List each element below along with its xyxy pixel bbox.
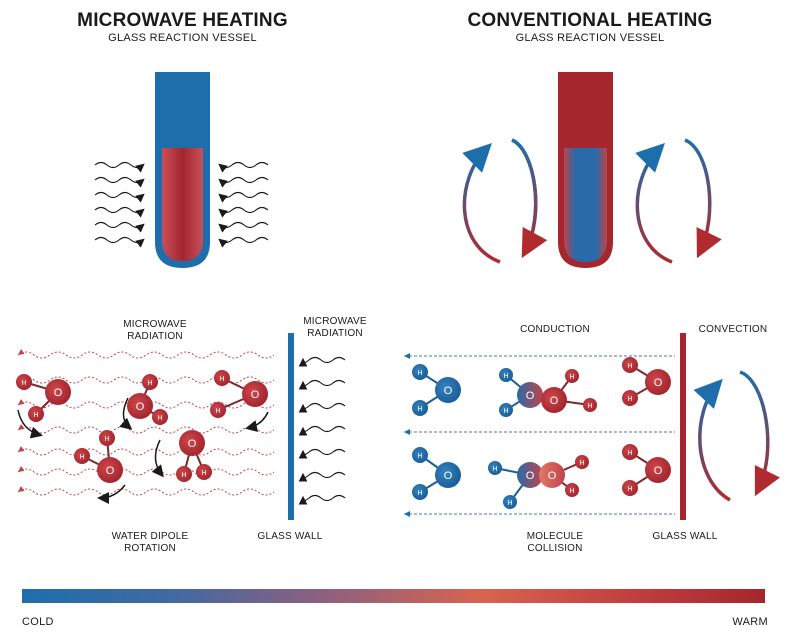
warm-label: WARM	[732, 616, 768, 628]
hydrogen-label: H	[181, 472, 186, 479]
dipole-rotation-line-2: ROTATION	[124, 543, 176, 554]
hydrogen-label: H	[417, 370, 422, 377]
oxygen-label: O	[548, 470, 557, 482]
hydrogen-label: H	[157, 415, 162, 422]
water-molecule	[622, 444, 671, 496]
water-molecule	[176, 430, 212, 482]
oxygen-labels: O O O O O O O O O O O O O	[54, 377, 663, 482]
microwave-title: MICROWAVE HEATING	[77, 10, 288, 31]
wall-radiation-line-2: RADIATION	[307, 328, 363, 339]
microwave-waves-right	[218, 161, 269, 248]
water-molecule	[210, 370, 268, 418]
hydrogen-label: H	[507, 500, 512, 507]
water-molecule	[622, 357, 671, 406]
hydrogen-label: H	[417, 490, 422, 497]
glass-wall-label-right: GLASS WALL	[652, 531, 718, 542]
hydrogen-label: H	[503, 373, 508, 380]
microwave-subtitle: GLASS REACTION VESSEL	[108, 32, 257, 44]
wall-radiation-label: MICROWAVE RADIATION	[295, 316, 375, 340]
water-molecule	[127, 374, 168, 425]
oxygen-label: O	[444, 470, 453, 482]
rotation-arrows	[17, 397, 269, 504]
hydrogen-label: H	[21, 380, 26, 387]
oxygen-label: O	[188, 438, 197, 450]
microwave-radiation-label: MICROWAVE RADIATION	[110, 319, 200, 343]
cold-label: COLD	[22, 616, 54, 628]
convection-label: CONVECTION	[698, 324, 768, 335]
oxygen-label: O	[654, 377, 663, 389]
hydrogen-label: H	[33, 412, 38, 419]
hydrogen-label: H	[79, 454, 84, 461]
oxygen-label: O	[251, 389, 260, 401]
microwave-radiation-line-1: MICROWAVE	[123, 319, 187, 330]
hydrogen-label: H	[215, 408, 220, 415]
water-molecule	[412, 364, 461, 416]
colliding-molecules	[488, 455, 589, 509]
conduction-label: CONDUCTION	[520, 324, 590, 335]
oxygen-label: O	[654, 465, 663, 477]
microwave-waves-left	[94, 161, 145, 248]
water-molecule	[74, 430, 123, 483]
hydrogen-label: H	[627, 486, 632, 493]
hydrogen-label: H	[201, 470, 206, 477]
microwave-vessel	[155, 72, 210, 268]
oxygen-label: O	[526, 390, 535, 402]
hydrogen-label: H	[503, 408, 508, 415]
glass-wall-conventional	[680, 333, 686, 520]
wall-microwave-waves	[298, 356, 346, 505]
conventional-subtitle: GLASS REACTION VESSEL	[515, 32, 665, 44]
water-molecule	[412, 447, 461, 500]
dipole-rotation-line-1: WATER DIPOLE	[111, 531, 189, 542]
oxygen-label: O	[106, 465, 115, 477]
microwave-radiation-line-2: RADIATION	[127, 331, 183, 342]
oxygen-label: O	[136, 401, 145, 413]
convection-arrows-top	[462, 138, 722, 264]
glass-wall-label-left: GLASS WALL	[257, 531, 323, 542]
colliding-molecules	[499, 368, 597, 417]
hydrogen-label: H	[417, 453, 422, 460]
hydrogen-label: H	[219, 376, 224, 383]
conduction-dashed-lines	[404, 353, 675, 517]
glass-wall-microwave	[288, 333, 294, 520]
water-molecule	[16, 374, 71, 422]
hydrogen-label: H	[627, 396, 632, 403]
hydrogen-labels: H H H H H H H H H H H H H H H H H H H H …	[21, 363, 632, 507]
molecule-collision-line-1: MOLECULE	[526, 531, 584, 542]
temperature-scale-bar	[22, 589, 765, 603]
hydrogen-label: H	[579, 460, 584, 467]
oxygen-label: O	[54, 387, 63, 399]
conventional-vessel	[558, 72, 613, 268]
hydrogen-label: H	[587, 403, 592, 410]
hydrogen-label: H	[569, 374, 574, 381]
oxygen-label: O	[444, 385, 453, 397]
hydrogen-label: H	[147, 380, 152, 387]
dipole-rotation-label: WATER DIPOLE ROTATION	[100, 531, 200, 555]
hydrogen-label: H	[627, 450, 632, 457]
hydrogen-label: H	[417, 406, 422, 413]
oxygen-label: O	[526, 470, 535, 482]
oxygen-label: O	[550, 395, 559, 407]
hydrogen-label: H	[104, 436, 109, 443]
conventional-title: CONVENTIONAL HEATING	[467, 10, 713, 31]
molecule-collision-line-2: COLLISION	[527, 543, 583, 554]
hydrogen-label: H	[492, 466, 497, 473]
hydrogen-label: H	[627, 363, 632, 370]
molecule-collision-label: MOLECULE COLLISION	[505, 531, 605, 555]
hydrogen-label: H	[569, 488, 574, 495]
convection-arrows-bottom	[693, 370, 780, 502]
wall-radiation-line-1: MICROWAVE	[303, 316, 367, 327]
